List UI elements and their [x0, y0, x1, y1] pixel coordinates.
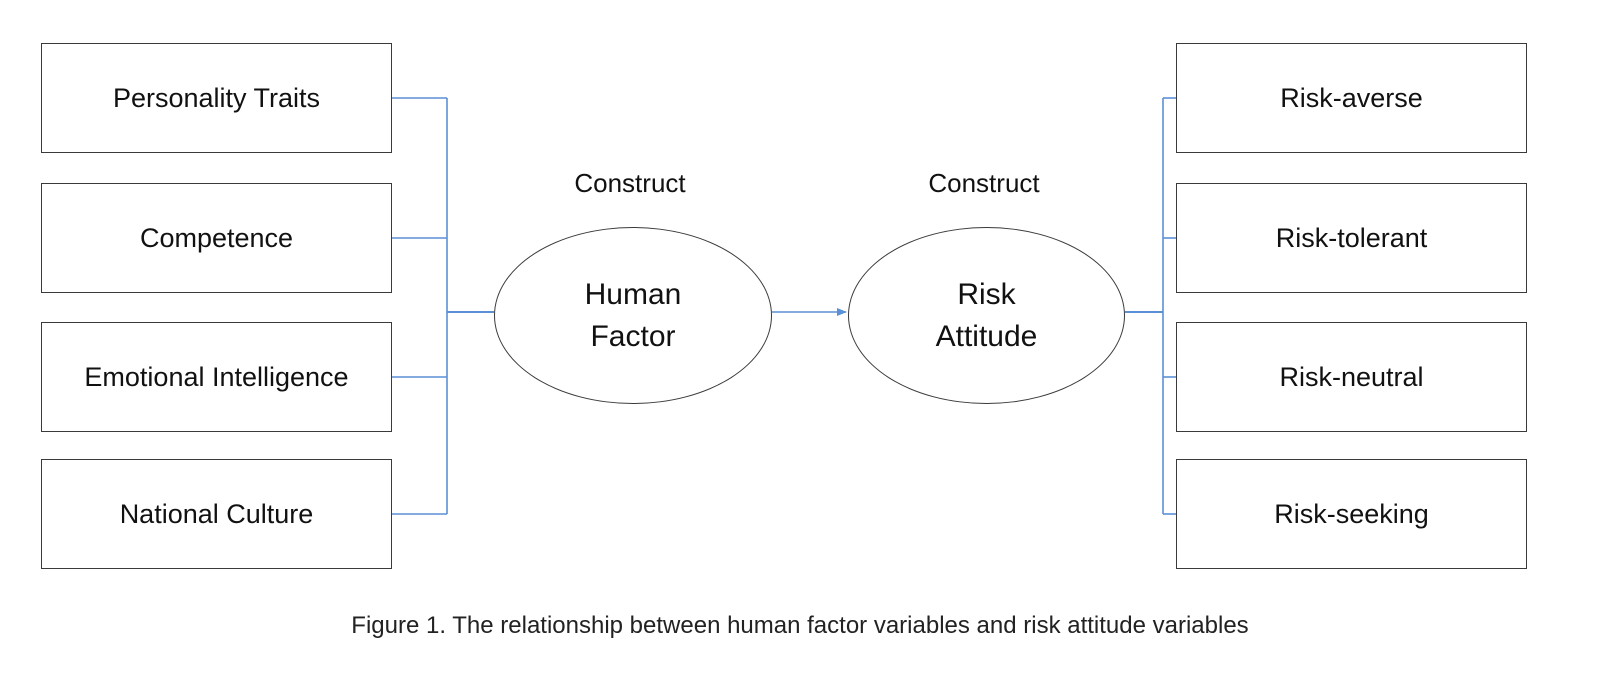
variable-box-risk-tolerant: Risk-tolerant	[1176, 183, 1527, 293]
construct-label-risk-attitude: Construct	[928, 168, 1040, 198]
construct-ellipse-risk-attitude: Risk Attitude	[848, 227, 1125, 404]
variable-label: Risk-neutral	[1279, 361, 1424, 392]
variable-label: Risk-averse	[1280, 82, 1423, 113]
variable-label: Risk-tolerant	[1275, 222, 1428, 253]
variable-box-national-culture: National Culture	[41, 459, 392, 569]
variable-box-risk-seeking: Risk-seeking	[1176, 459, 1527, 569]
construct-ellipse-human-factor: Human Factor	[494, 227, 772, 404]
construct-name-line1: Human	[584, 277, 682, 311]
construct-name-line2: Factor	[590, 319, 676, 353]
figure-caption: Figure 1. The relationship between human…	[351, 612, 1249, 639]
variable-label: National Culture	[119, 498, 314, 529]
variable-box-emotional-intelligence: Emotional Intelligence	[41, 322, 392, 432]
construct-name-line2: Attitude	[935, 319, 1038, 353]
variable-box-risk-neutral: Risk-neutral	[1176, 322, 1527, 432]
variable-label: Competence	[139, 222, 294, 253]
variable-box-competence: Competence	[41, 183, 392, 293]
variable-label: Emotional Intelligence	[84, 361, 349, 392]
construct-label-human-factor: Construct	[574, 168, 686, 198]
variable-box-personality-traits: Personality Traits	[41, 43, 392, 153]
variable-label: Risk-seeking	[1274, 498, 1429, 529]
variable-box-risk-averse: Risk-averse	[1176, 43, 1527, 153]
variable-label: Personality Traits	[112, 82, 321, 113]
construct-name-line1: Risk	[957, 277, 1016, 311]
